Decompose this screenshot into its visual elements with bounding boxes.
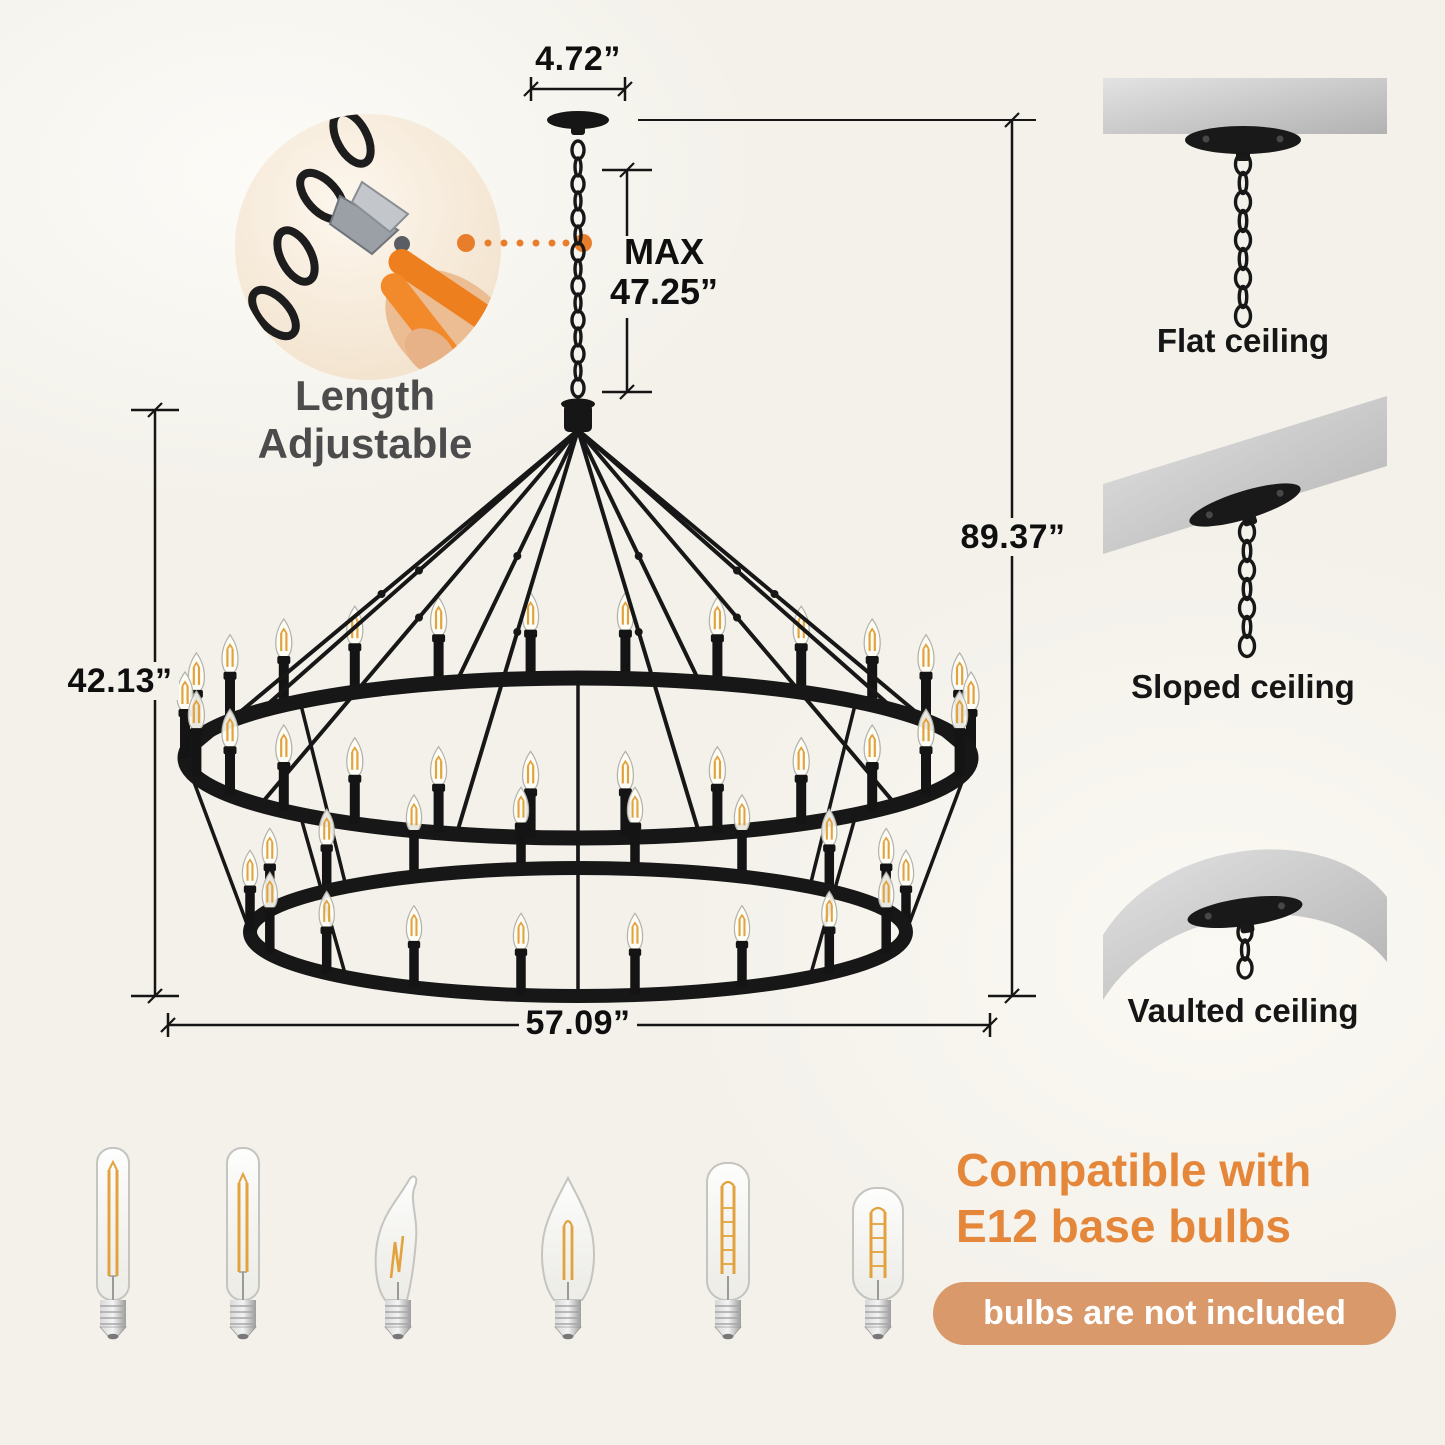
dim-diameter-value: 57.09” [519,1004,637,1042]
compatibility-title-line1: Compatible with [956,1144,1312,1196]
support-arms [183,428,973,835]
ceiling-label-sloped: Sloped ceiling [1131,668,1355,705]
chain-icon [1237,519,1257,659]
dim-line-chain-max [602,162,652,400]
lower-ring-band [243,861,913,1003]
sloped-ceiling-illustration [1103,396,1387,659]
tier-connector-rods [183,678,973,996]
ceiling-label-flat: Flat ceiling [1156,322,1330,359]
dim-overall-height-value: 89.37” [954,518,1072,556]
chain-icon [1233,151,1253,329]
dim-line-fixture-height [131,402,179,1004]
flat-ceiling-illustration [1103,78,1387,329]
length-adjustable-line1: Length [295,372,435,419]
ceiling-mount-illustrations [1103,78,1387,1000]
chandelier-illustration [175,111,981,1003]
ceiling-label-vaulted: Vaulted ceiling [1127,992,1359,1029]
dim-fixture-height-value: 42.13” [61,662,179,700]
compatible-bulbs-row [96,1147,904,1341]
length-adjustable-line2: Adjustable [257,420,473,468]
dim-fixture-height: 42.13” [55,662,185,701]
length-adjustable-label: Length Adjustable [188,372,542,469]
compatibility-title-line2: E12 base bulbs [956,1200,1291,1253]
bulb-flame-tip-icon [374,1175,418,1341]
dim-chain-max-value: 47.25” [609,271,719,313]
vaulted-ceiling-illustration [1103,849,1387,1000]
bulb-t6-tubular-icon [96,1147,130,1341]
dim-diameter: 57.09” [505,1004,651,1043]
dim-chain-max-label: MAX [624,231,704,272]
hub [561,398,595,432]
bulb-t45-radio-icon [852,1187,904,1341]
bulbs-not-included-badge: bulbs are not included [933,1282,1396,1345]
dotted-connector [457,234,592,252]
compatibility-title: Compatible with E12 base bulbs [956,1142,1406,1254]
dim-canopy-width: 4.72” [535,40,621,78]
bulb-torpedo-icon [541,1175,595,1341]
bulb-t6-tubular-icon [226,1147,260,1341]
dim-overall-height: 89.37” [948,518,1078,557]
bulb-t8-tubular-icon [706,1162,750,1341]
dim-chain-max: MAX 47.25” [584,231,744,313]
dim-line-overall-height [638,112,1036,1004]
canopy-icon [547,111,609,135]
hanging-chain [570,139,586,399]
chain-icon [1236,920,1254,980]
dim-line-canopy-width [523,77,633,101]
length-adjustable-inset [235,114,501,380]
